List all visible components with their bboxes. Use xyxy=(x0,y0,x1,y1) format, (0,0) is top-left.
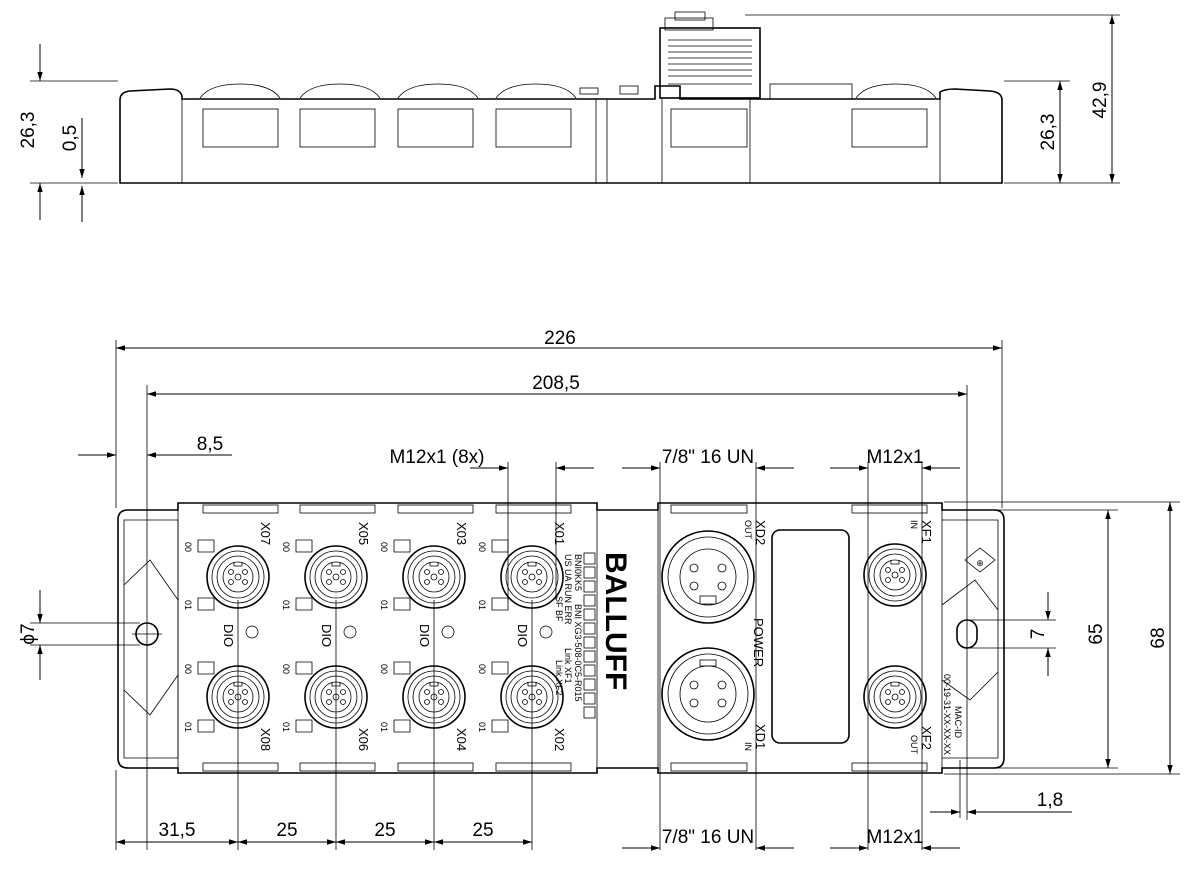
io-port-top-2 xyxy=(304,545,368,609)
dim-spacing-1: 25 xyxy=(276,820,297,841)
port-label-top-1: X07 xyxy=(258,522,273,545)
power-out-label: XD2 xyxy=(753,520,768,545)
model-number: BNI XG3-508-0C5-R015 xyxy=(573,604,583,702)
io-link-icon xyxy=(343,625,357,639)
power-out-connector xyxy=(661,530,755,624)
status-led-column xyxy=(583,552,596,719)
dim-hole-spacing: 208,5 xyxy=(532,373,580,394)
led-small-2: Link XF2 xyxy=(554,660,564,696)
fieldbus-out-label: XF2 xyxy=(919,726,934,750)
dim-fieldbus-connector-bottom: M12x1 xyxy=(866,827,923,848)
port-label-bottom-3: X04 xyxy=(454,728,469,751)
side-view-housing xyxy=(119,85,1003,184)
svg-text:01: 01 xyxy=(183,600,193,610)
svg-text:01: 01 xyxy=(281,722,291,732)
svg-text:00: 00 xyxy=(183,664,193,674)
svg-text:00: 00 xyxy=(379,664,389,674)
dim-power-connector-bottom: 7/8" 16 UN xyxy=(662,827,754,848)
dim-m12-pitch: M12x1 (8x) xyxy=(389,447,484,468)
pin-labels: 00 01 00 01 00 01 00 01 00 01 00 01 00 0… xyxy=(183,542,487,732)
power-in-label: XD1 xyxy=(753,724,768,749)
dio-label-3: DIO xyxy=(417,624,432,647)
io-link-icon xyxy=(441,625,455,639)
io-link-icon xyxy=(539,625,553,639)
power-out-dir: OUT xyxy=(743,520,753,540)
power-in-connector xyxy=(661,647,755,741)
dim-spacing-2: 25 xyxy=(374,820,395,841)
svg-text:01: 01 xyxy=(281,600,291,610)
port-label-bottom-4: X02 xyxy=(552,728,567,751)
svg-text:01: 01 xyxy=(477,600,487,610)
port-label-top-3: X03 xyxy=(454,522,469,545)
dim-hole-size-right: 7 xyxy=(1028,629,1049,640)
fieldbus-out-connector xyxy=(863,665,927,729)
power-in-dir: IN xyxy=(743,742,753,751)
dio-label-2: DIO xyxy=(319,624,334,647)
mac-id-label: MAC-ID xyxy=(953,706,963,738)
dim-total-height: 42,9 xyxy=(1090,82,1111,119)
side-view: 26,3 0,5 26,3 42,9 xyxy=(18,11,1120,222)
fieldbus-in-dir: IN xyxy=(909,520,919,529)
svg-text:01: 01 xyxy=(183,722,193,732)
svg-text:01: 01 xyxy=(477,722,487,732)
port-label-top-4: X01 xyxy=(552,522,567,545)
fieldbus-in-label: XF1 xyxy=(919,520,934,544)
io-port-top-4 xyxy=(500,545,564,609)
dim-hole-offset: 8,5 xyxy=(197,434,223,455)
dim-spacing-first: 31,5 xyxy=(159,820,196,841)
dim-offset: 0,5 xyxy=(60,125,81,151)
dim-left-height: 26,3 xyxy=(18,112,39,149)
dim-right-height: 26,3 xyxy=(1038,114,1059,151)
io-port-top-3 xyxy=(402,545,466,609)
dim-fieldbus-connector-top: M12x1 xyxy=(866,447,923,468)
label-window xyxy=(771,529,850,744)
fieldbus-in-connector xyxy=(863,543,927,607)
brand-logo: BALLUFF xyxy=(599,552,632,690)
dio-label-4: DIO xyxy=(515,624,530,647)
io-link-icon xyxy=(245,625,259,639)
led-labels-2: SF BF xyxy=(554,596,564,622)
port-label-top-2: X05 xyxy=(356,522,371,545)
mac-id-value: 00-19-31-XX-XX-XX xyxy=(942,674,952,755)
dim-width-inner: 65 xyxy=(1086,623,1107,644)
svg-text:01: 01 xyxy=(379,600,389,610)
dim-overall-length: 226 xyxy=(544,328,576,349)
port-label-bottom-1: X08 xyxy=(258,728,273,751)
svg-text:01: 01 xyxy=(379,722,389,732)
part-number: BNI0KK5 xyxy=(573,554,583,591)
dim-power-connector-top: 7/8" 16 UN xyxy=(662,447,754,468)
svg-text:00: 00 xyxy=(379,542,389,552)
svg-text:00: 00 xyxy=(477,542,487,552)
svg-text:⊕: ⊕ xyxy=(976,558,984,568)
svg-text:00: 00 xyxy=(477,664,487,674)
power-label: POWER xyxy=(751,618,766,667)
power-connector-side xyxy=(659,11,761,99)
port-label-bottom-2: X06 xyxy=(356,728,371,751)
dim-hole-diameter: ϕ7 xyxy=(18,623,39,644)
dim-edge-offset: 1,8 xyxy=(1037,790,1063,811)
fieldbus-out-dir: OUT xyxy=(909,735,919,755)
svg-text:00: 00 xyxy=(281,542,291,552)
led-small-1: Link XF1 xyxy=(563,648,573,684)
led-labels-1: US UA RUN ERR xyxy=(563,554,573,625)
svg-text:00: 00 xyxy=(281,664,291,674)
io-port-top-1 xyxy=(206,545,270,609)
svg-text:00: 00 xyxy=(183,542,193,552)
dim-spacing-3: 25 xyxy=(472,820,493,841)
dio-label-1: DIO xyxy=(221,624,236,647)
top-view: ⊕ X07 X05 X03 X01 xyxy=(18,328,1180,851)
dim-width-outer: 68 xyxy=(1148,627,1169,648)
